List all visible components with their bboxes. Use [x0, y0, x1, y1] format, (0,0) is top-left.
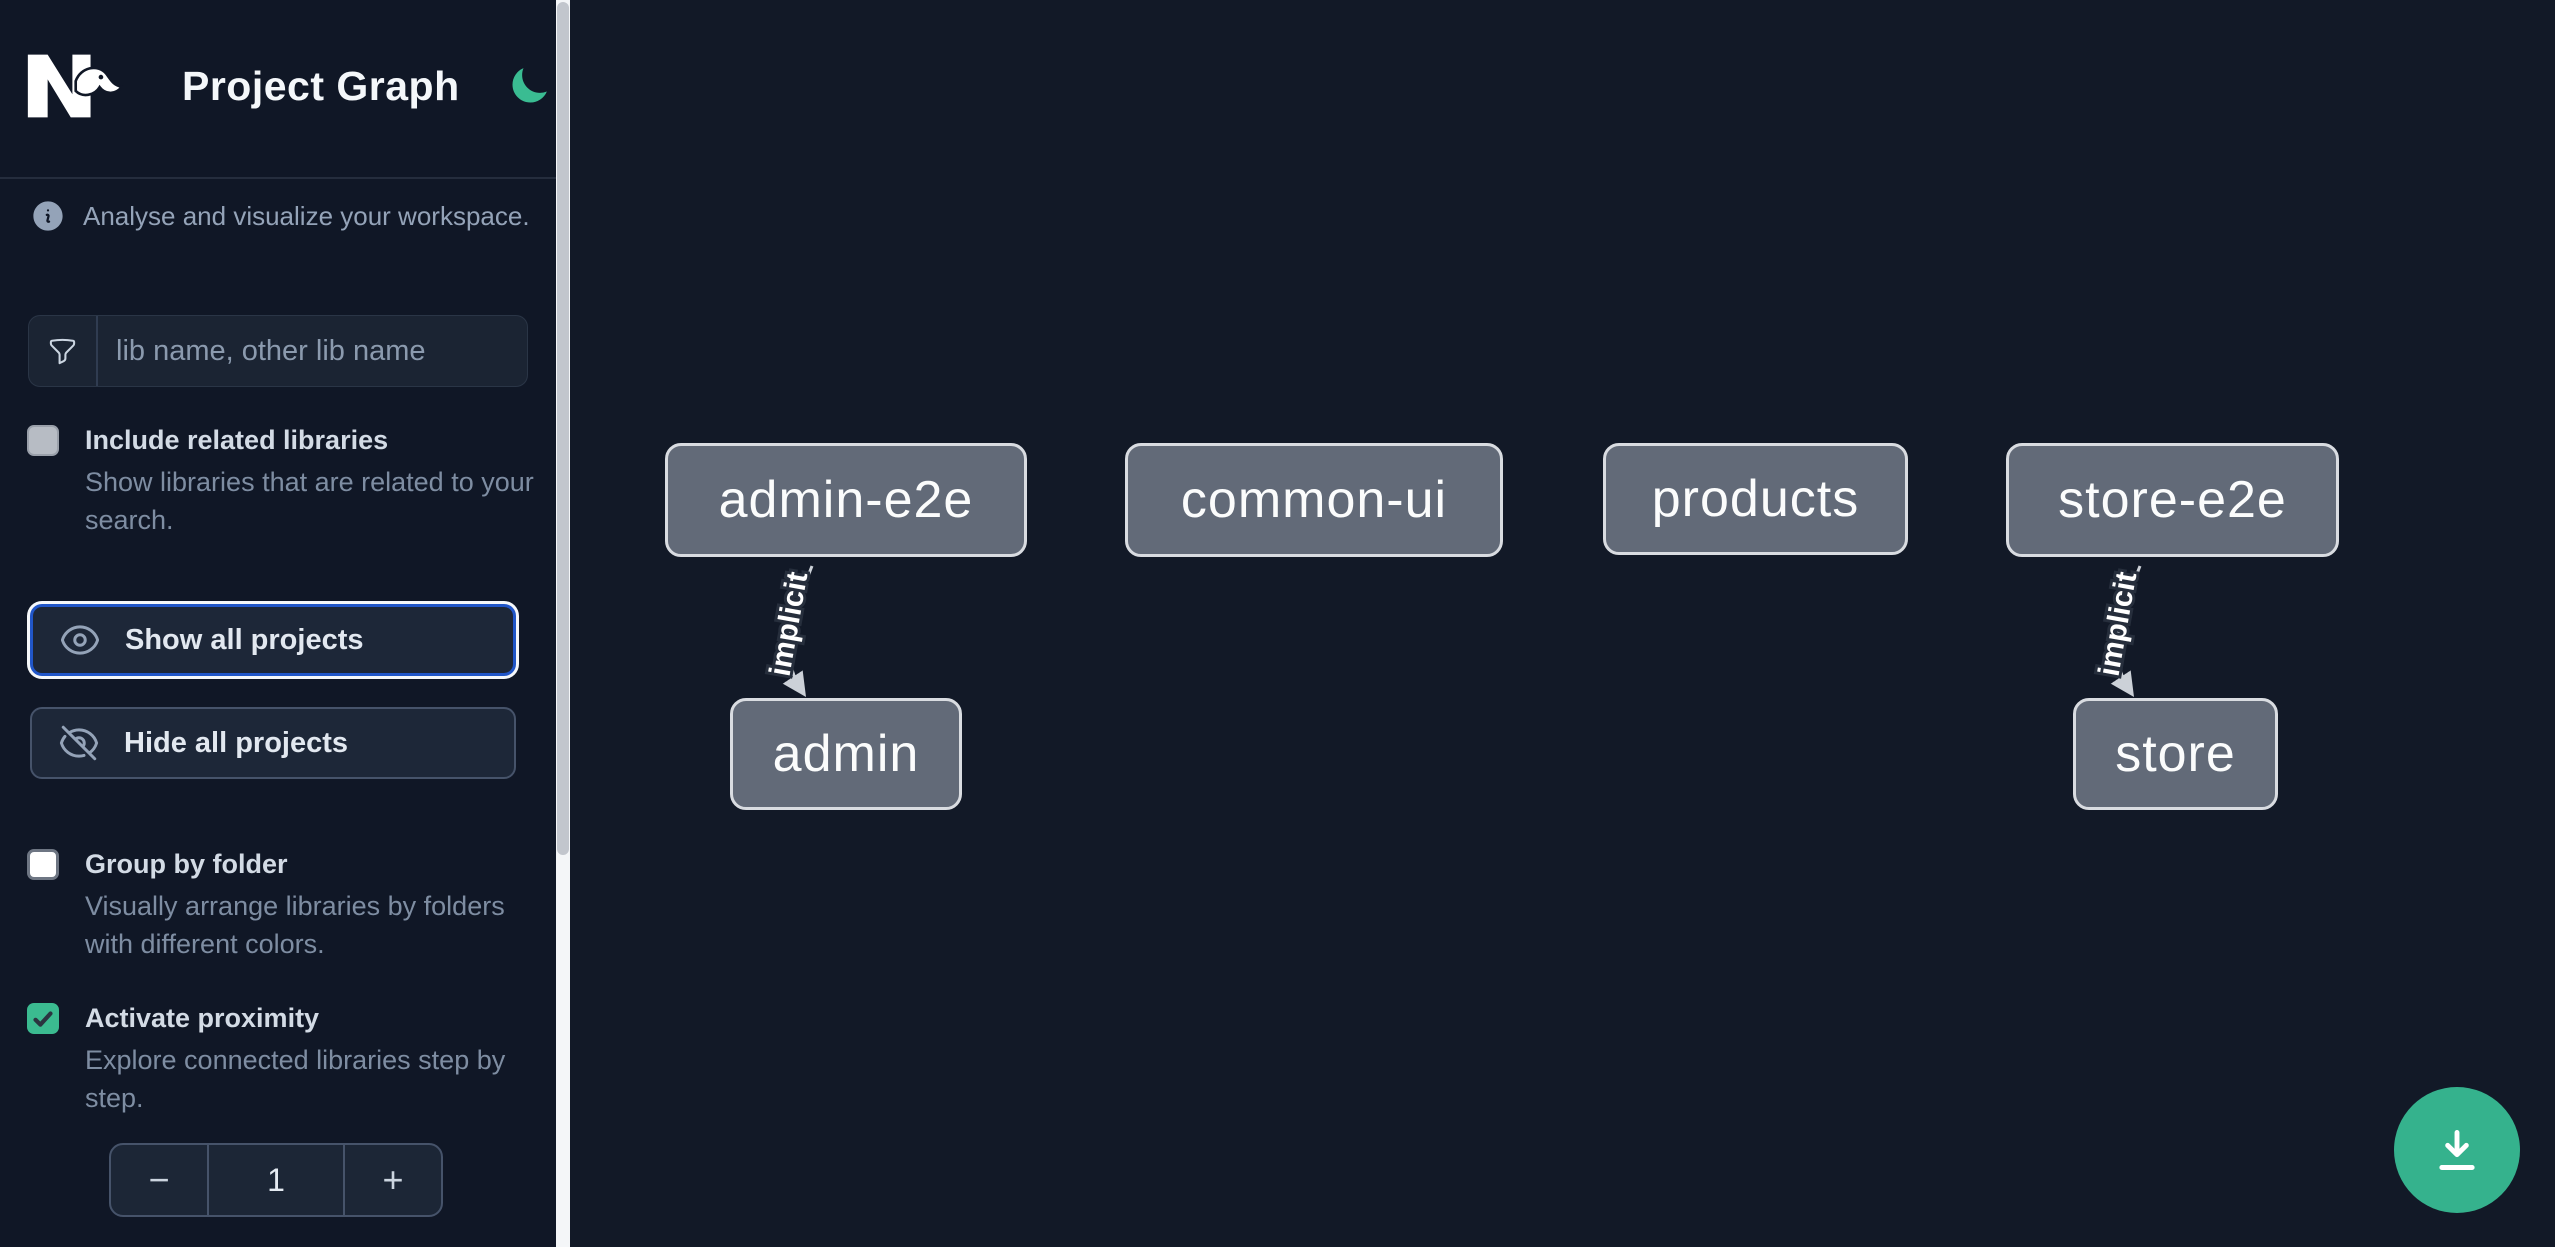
graph-node-admin-e2e[interactable]: admin-e2e — [665, 443, 1027, 557]
edge-admin-e2e-admin — [782, 565, 814, 697]
sidebar: Project Graph Analyse and visualize your… — [0, 0, 556, 1247]
tagline-text: Analyse and visualize your workspace. — [83, 200, 530, 231]
toggle-include-related: Include related libraries Show libraries… — [27, 422, 534, 539]
graph-canvas[interactable]: implicit implicit admin-e2e common-ui pr… — [570, 0, 2555, 1247]
moon-icon — [512, 68, 547, 103]
checkbox-activate-proximity[interactable] — [27, 1003, 59, 1034]
tagline-row: Analyse and visualize your workspace. — [30, 198, 535, 234]
theme-toggle-button[interactable] — [506, 63, 552, 109]
eye-icon — [60, 625, 100, 655]
search-divider — [96, 316, 98, 386]
toggle-label: Group by folder — [85, 849, 288, 879]
search-input[interactable] — [98, 316, 527, 386]
eye-slash-icon — [59, 725, 99, 761]
stepper-value: 1 — [207, 1145, 345, 1215]
sidebar-scrollbar-thumb[interactable] — [557, 2, 569, 855]
header-divider — [0, 177, 556, 179]
graph-node-store[interactable]: store — [2073, 698, 2278, 810]
toggle-label: Include related libraries — [85, 425, 389, 455]
toggle-description: Visually arrange libraries by folders wi… — [85, 891, 505, 959]
search-box — [28, 315, 528, 387]
toggle-description: Explore connected libraries step by step… — [85, 1045, 506, 1113]
edge-label: implicit — [764, 569, 815, 678]
edges-layer: implicit implicit — [761, 565, 2146, 697]
checkbox-group-by-folder[interactable] — [27, 849, 59, 880]
decrement-button[interactable]: − — [111, 1145, 207, 1215]
toggle-label: Activate proximity — [85, 1003, 320, 1033]
hide-all-projects-button[interactable]: Hide all projects — [30, 707, 516, 779]
graph-node-store-e2e[interactable]: store-e2e — [2006, 443, 2339, 557]
button-label: Show all projects — [125, 623, 364, 656]
toggle-description: Show libraries that are related to your … — [85, 467, 534, 535]
graph-node-products[interactable]: products — [1603, 443, 1908, 555]
toggle-group-by-folder: Group by folder Visually arrange librari… — [27, 846, 532, 963]
page-title: Project Graph — [182, 62, 460, 109]
graph-node-common-ui[interactable]: common-ui — [1125, 443, 1503, 557]
funnel-icon — [29, 316, 96, 386]
toggle-activate-proximity: Activate proximity Explore connected lib… — [27, 1000, 532, 1117]
sidebar-scrollbar-track[interactable] — [556, 0, 570, 1247]
proximity-depth-stepper: − 1 + — [109, 1143, 443, 1217]
checkbox-include-related[interactable] — [27, 425, 59, 456]
show-all-projects-button[interactable]: Show all projects — [30, 604, 516, 676]
download-icon — [2439, 1130, 2475, 1170]
check-icon — [33, 1010, 53, 1027]
edge-store-e2e-store — [2110, 565, 2142, 697]
info-icon — [33, 201, 63, 231]
increment-button[interactable]: + — [345, 1145, 441, 1215]
button-label: Hide all projects — [124, 726, 349, 759]
nx-logo — [27, 54, 125, 118]
download-graph-button[interactable] — [2394, 1087, 2520, 1213]
graph-node-admin[interactable]: admin — [730, 698, 962, 810]
edge-label: implicit — [2093, 569, 2144, 678]
brand: Project Graph — [26, 48, 552, 124]
